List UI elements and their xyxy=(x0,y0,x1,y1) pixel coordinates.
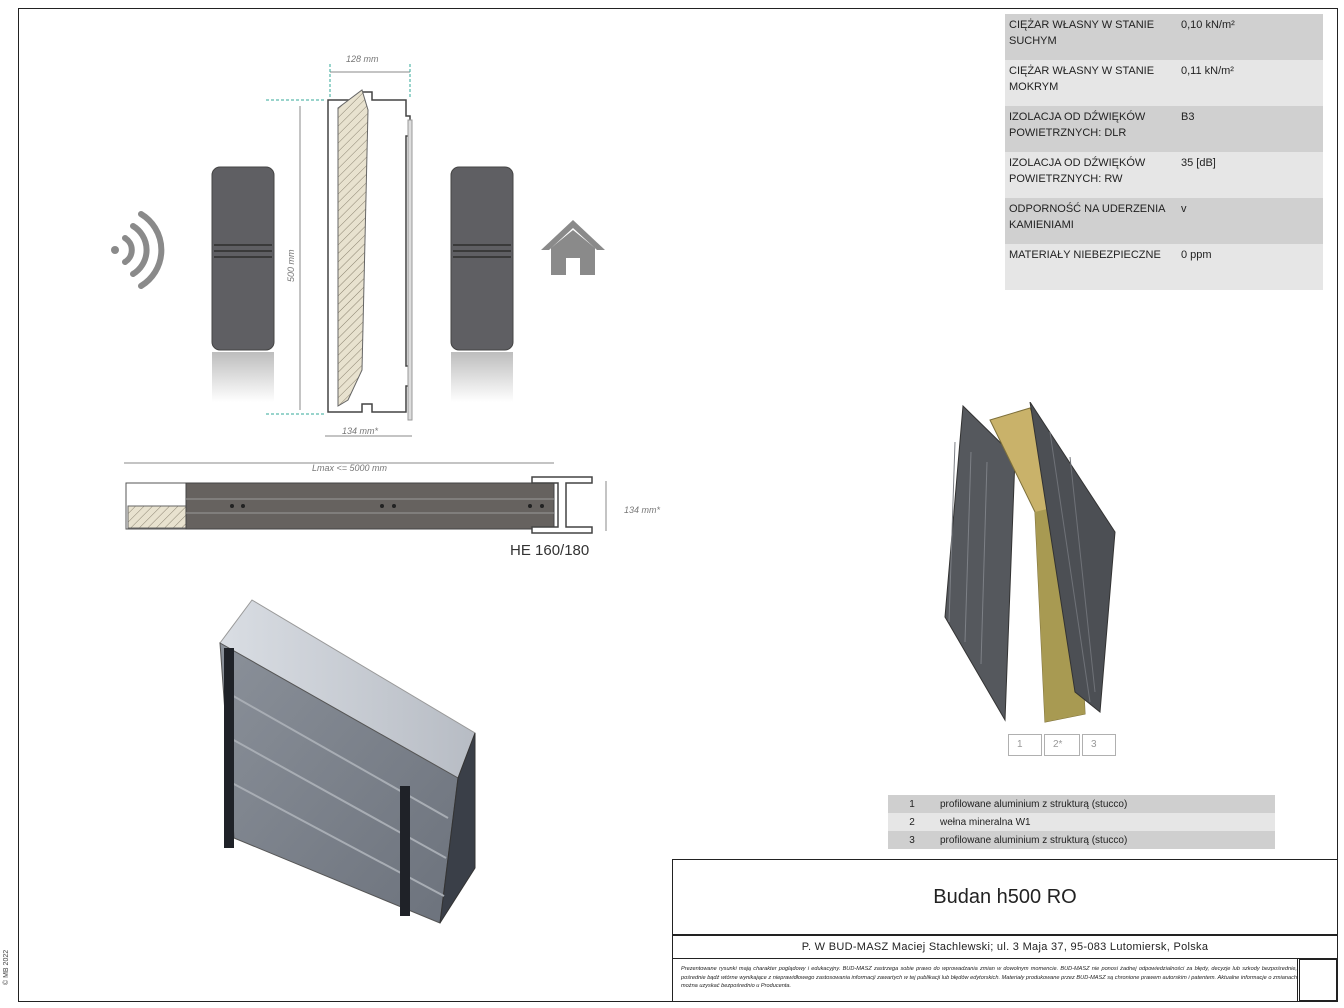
property-value: 35 [dB] xyxy=(1177,152,1323,198)
panel-right xyxy=(450,166,514,402)
layers-3d-render xyxy=(944,402,1116,723)
house-icon xyxy=(541,220,605,275)
property-label: ODPORNOŚĆ NA UDERZENIA KAMIENIAMI xyxy=(1005,198,1177,244)
title-block: Budan h500 RO P. W BUD-MASZ Maciej Stach… xyxy=(672,859,1338,1002)
property-label: CIĘŻAR WŁASNY W STANIE SUCHYM xyxy=(1005,14,1177,60)
layer-tab-3[interactable]: 3 xyxy=(1082,734,1116,756)
layer-number: 1 xyxy=(888,795,936,813)
dim-width-top: 128 mm xyxy=(346,54,379,64)
length-drawing: Lmax <= 5000 mm 134 mm* HE 160/180 xyxy=(124,462,661,559)
property-label: IZOLACJA OD DŹWIĘKÓW POWIETRZNYCH: DLR xyxy=(1005,106,1177,152)
property-value: 0,10 kN/m² xyxy=(1177,14,1323,60)
layer-name: wełna mineralna W1 xyxy=(936,813,1275,831)
property-value: 0,11 kN/m² xyxy=(1177,60,1323,106)
layer-name: profilowane aluminium z strukturą (stucc… xyxy=(936,795,1275,813)
title-block-divider xyxy=(1297,959,1298,1001)
layer-number: 3 xyxy=(888,831,936,849)
dim-width-bottom: 134 mm* xyxy=(342,426,379,436)
section-drawing: 128 mm 500 mm 134 mm* xyxy=(111,54,605,437)
dim-beam-height: 134 mm* xyxy=(624,505,661,515)
dim-lmax: Lmax <= 5000 mm xyxy=(312,463,388,473)
beam-he xyxy=(531,476,593,534)
company-info: P. W BUD-MASZ Maciej Stachlewski; ul. 3 … xyxy=(673,935,1337,959)
layer-tabs: 1 2* 3 xyxy=(1008,734,1118,756)
property-value: 0 ppm xyxy=(1177,244,1323,290)
layer-number: 2 xyxy=(888,813,936,831)
property-value: B3 xyxy=(1177,106,1323,152)
sound-waves-icon xyxy=(111,211,165,289)
property-label: CIĘŻAR WŁASNY W STANIE MOKRYM xyxy=(1005,60,1177,106)
panel-3d-render xyxy=(219,599,476,924)
panel-section xyxy=(327,89,413,421)
panel-left xyxy=(211,166,275,402)
dim-height: 500 mm xyxy=(286,249,296,282)
title-block-box xyxy=(1299,959,1337,1001)
layer-tab-2[interactable]: 2* xyxy=(1044,734,1080,756)
copyright-note: © MB 2022 xyxy=(3,949,10,985)
product-title: Budan h500 RO xyxy=(673,860,1337,935)
beam-label: HE 160/180 xyxy=(510,542,589,559)
property-value: v xyxy=(1177,198,1323,244)
property-label: MATERIAŁY NIEBEZPIECZNE xyxy=(1005,244,1177,290)
property-label: IZOLACJA OD DŹWIĘKÓW POWIETRZNYCH: RW xyxy=(1005,152,1177,198)
dimension-lines xyxy=(266,64,412,437)
disclaimer-text: Prezentowane rysunki mają charakter pogl… xyxy=(681,966,1297,989)
layer-name: profilowane aluminium z strukturą (stucc… xyxy=(936,831,1275,849)
layer-tab-1[interactable]: 1 xyxy=(1008,734,1042,756)
